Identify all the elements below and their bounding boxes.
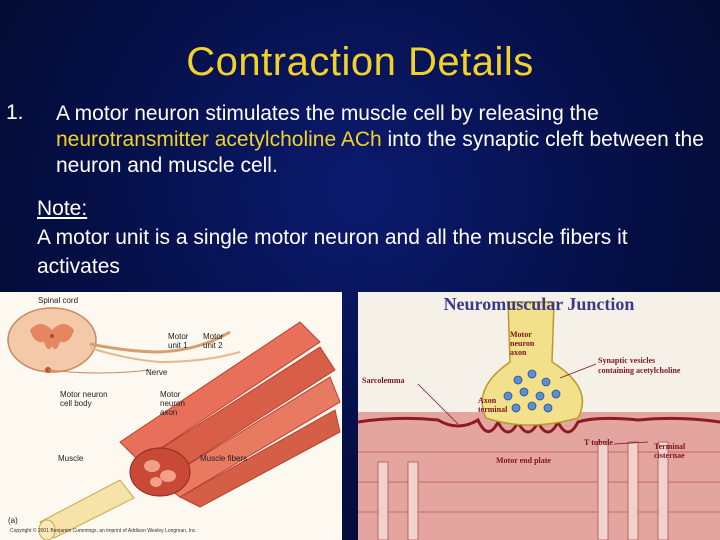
point-number: 1. xyxy=(6,101,24,124)
label-muscle: Muscle xyxy=(58,454,84,463)
nmj-illustration xyxy=(358,301,720,540)
nmj-label-vesicles: Synaptic vesicles xyxy=(598,356,656,365)
label-motor-unit-1: Motor unit 1 xyxy=(168,332,189,350)
label-cell-body: Motor neuron cell body xyxy=(60,390,108,408)
nmj-label-cisternae: Terminal cisternae xyxy=(654,442,686,460)
nmj-title: Neuromuscular Junction xyxy=(443,294,635,314)
figure-copyright: Copyright © 2001 Benjamin Cummings, an i… xyxy=(10,528,197,534)
motor-unit-illustration xyxy=(7,307,341,540)
label-spinal-cord: Spinal cord xyxy=(38,296,79,305)
note-text: A motor unit is a single motor neuron an… xyxy=(37,226,628,278)
label-nerve: Nerve xyxy=(146,368,168,377)
nmj-label-sarcolemma: Sarcolemma xyxy=(362,376,405,385)
point-text-after: into the synaptic cleft between the neur… xyxy=(56,128,704,177)
nmj-figure: Neuromuscular Junction Motor neuron axon… xyxy=(358,292,720,540)
nmj-label-end-plate: Motor end plate xyxy=(496,456,551,465)
nmj-label-containing: containing xyxy=(598,366,635,375)
point-text: A motor neuron stimulates the muscle cel… xyxy=(56,101,706,179)
label-panel: (a) xyxy=(8,516,18,525)
nmj-label-axon: Motor neuron axon xyxy=(510,330,535,357)
note-block: Note: A motor unit is a single motor neu… xyxy=(37,194,697,281)
label-axon: Motor neuron axon xyxy=(160,390,185,417)
point-highlight: neurotransmitter acetylcholine ACh xyxy=(56,128,382,151)
motor-unit-figure: Spinal cord Motor unit 1 Motor unit 2 Ne… xyxy=(0,292,342,540)
nmj-label-terminal: Axon terminal xyxy=(478,396,508,414)
nmj-label-vesicles-containing: containing acetylcholine xyxy=(598,366,680,375)
slide-title: Contraction Details xyxy=(186,40,534,84)
nmj-label-acetylcholine: acetylcholine xyxy=(636,366,681,375)
label-muscle-fibers: Muscle fibers xyxy=(200,454,248,463)
nmj-label-t-tubule: T tubule xyxy=(584,438,613,447)
point-text-before: A motor neuron stimulates the muscle cel… xyxy=(56,102,599,125)
label-motor-unit-2: Motor unit 2 xyxy=(203,332,224,350)
note-label: Note: xyxy=(37,197,88,220)
